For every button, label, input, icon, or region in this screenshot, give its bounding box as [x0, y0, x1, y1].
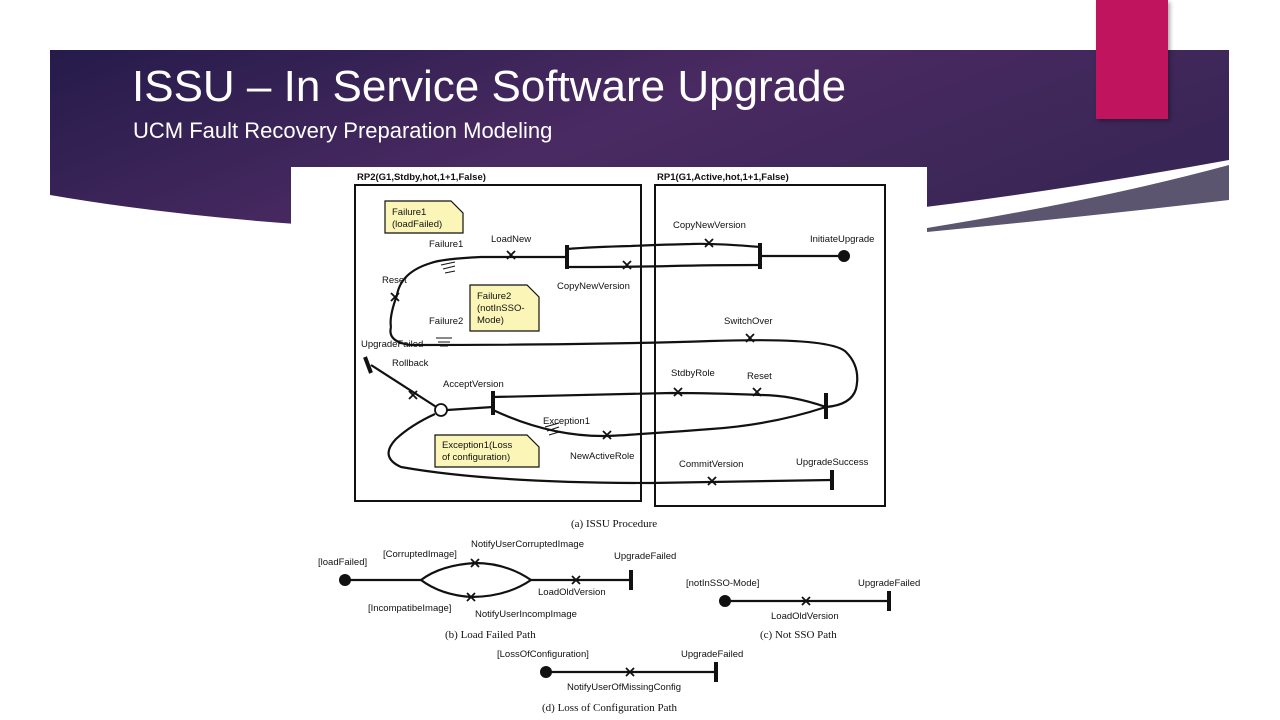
rp1-label: RP1(G1,Active,hot,1+1,False)	[657, 172, 789, 183]
svg-text:(loadFailed): (loadFailed)	[392, 219, 442, 230]
svg-text:(notInSSO-: (notInSSO-	[477, 303, 525, 314]
b-loadoldversion: LoadOldVersion	[538, 587, 606, 598]
b-start: [loadFailed]	[318, 557, 367, 568]
note-exception1: Exception1(Loss of configuration)	[434, 434, 540, 468]
label-switchover: SwitchOver	[724, 316, 773, 327]
caption-b: (b) Load Failed Path	[445, 629, 536, 641]
accent-block	[1096, 0, 1168, 119]
failure-marks	[436, 261, 560, 436]
label-copynewversion-top: CopyNewVersion	[673, 220, 746, 231]
loss-of-config-path	[540, 662, 718, 682]
note-failure1: Failure1 (loadFailed)	[384, 200, 464, 234]
svg-text:of configuration): of configuration)	[442, 452, 510, 463]
label-initiateupgrade: InitiateUpgrade	[810, 234, 874, 245]
d-upgradefailed: UpgradeFailed	[681, 649, 743, 660]
slide-title: ISSU – In Service Software Upgrade	[132, 62, 847, 111]
slide-subtitle: UCM Fault Recovery Preparation Modeling	[133, 118, 553, 143]
b-upgradefailed: UpgradeFailed	[614, 551, 676, 562]
ucm-diagram: RP2(G1,Stdby,hot,1+1,False) RP1(G1,Activ…	[291, 167, 927, 720]
label-reset-left: Reset	[382, 275, 407, 286]
c-start: [notInSSO-Mode]	[686, 578, 759, 589]
svg-text:Mode): Mode)	[477, 315, 504, 326]
label-acceptversion: AcceptVersion	[443, 379, 504, 390]
c-upgradefailed: UpgradeFailed	[858, 578, 920, 589]
label-exception1: Exception1	[543, 416, 590, 427]
label-commitversion: CommitVersion	[679, 459, 743, 470]
b-notify-incomp: NotifyUserIncompImage	[475, 609, 577, 620]
label-reset-right: Reset	[747, 371, 772, 382]
label-upgradefailed-main: UpgradeFailed	[361, 339, 423, 350]
label-failure2: Failure2	[429, 316, 463, 327]
initiateupgrade-start	[838, 250, 850, 262]
caption-a: (a) ISSU Procedure	[571, 518, 657, 530]
label-stdbyrole: StdbyRole	[671, 368, 715, 379]
rp1-box	[654, 184, 886, 507]
c-loadoldversion: LoadOldVersion	[771, 611, 839, 622]
not-sso-path	[719, 591, 891, 611]
label-rollback: Rollback	[392, 358, 429, 369]
label-upgradesuccess: UpgradeSuccess	[796, 457, 869, 468]
main-path	[370, 242, 859, 485]
rp2-label: RP2(G1,Stdby,hot,1+1,False)	[357, 172, 486, 183]
responsibility-crosses	[390, 238, 762, 486]
label-failure1: Failure1	[429, 239, 463, 250]
d-notify: NotifyUserOfMissingConfig	[567, 682, 681, 693]
d-start: [LossOfConfiguration]	[497, 649, 589, 660]
note-failure2: Failure2 (notInSSO- Mode)	[469, 284, 540, 332]
caption-d: (d) Loss of Configuration Path	[542, 702, 678, 714]
svg-text:Failure1: Failure1	[392, 207, 426, 218]
b-incompatible: [IncompatibeImage]	[368, 603, 451, 614]
label-loadnew: LoadNew	[491, 234, 531, 245]
upgradefailed-end	[363, 356, 373, 374]
svg-text:Failure2: Failure2	[477, 291, 511, 302]
b-corrupted: [CorruptedImage]	[383, 549, 457, 560]
label-newactiverole: NewActiveRole	[570, 451, 634, 462]
caption-c: (c) Not SSO Path	[760, 629, 837, 641]
label-copynewversion-mid: CopyNewVersion	[557, 281, 630, 292]
svg-text:Exception1(Loss: Exception1(Loss	[442, 440, 512, 451]
b-notify-corrupted: NotifyUserCorruptedImage	[471, 539, 584, 550]
load-failed-path	[339, 558, 633, 602]
